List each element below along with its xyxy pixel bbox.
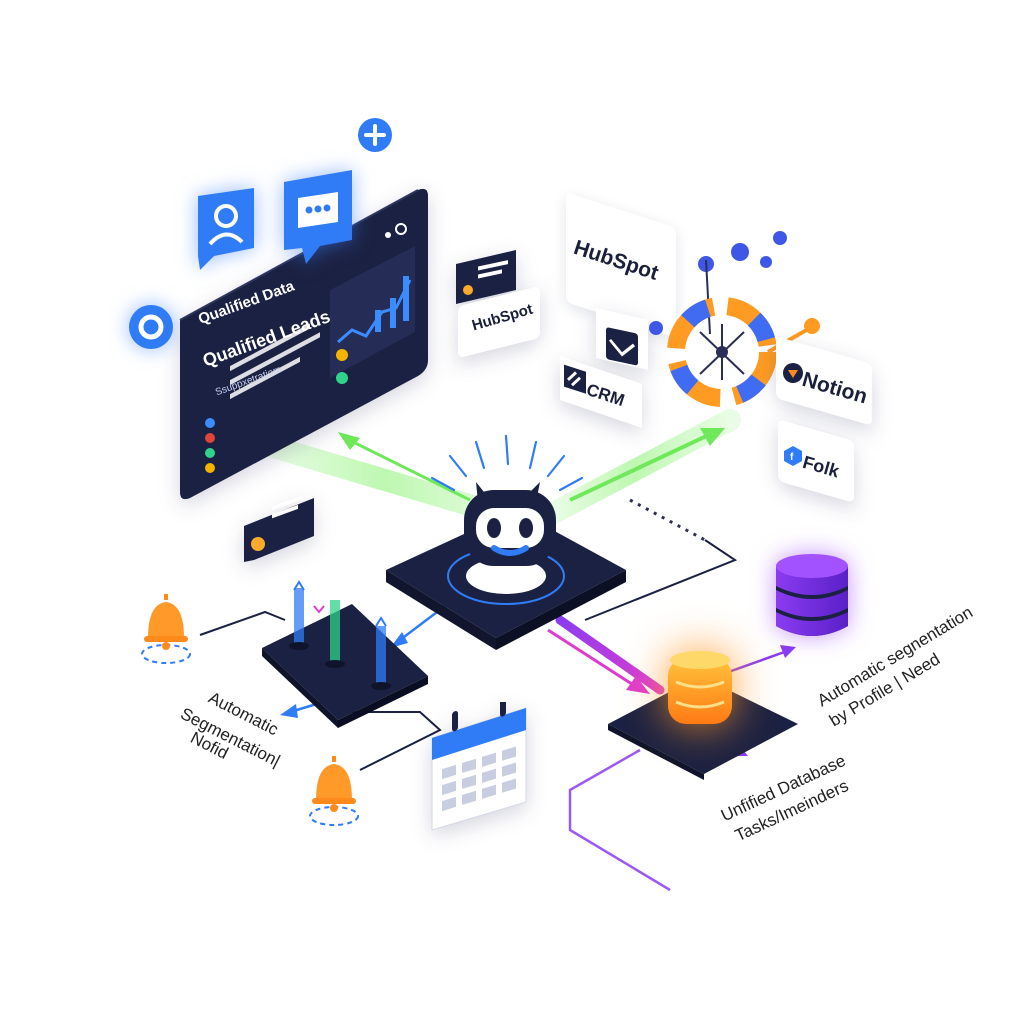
green-arrow-left xyxy=(344,436,471,502)
wire-bottom xyxy=(340,711,442,771)
blue-arrowhead-downleft xyxy=(280,704,298,718)
dotted-line xyxy=(629,498,706,542)
blue-arrowhead-left xyxy=(390,632,408,648)
bell-icon-top xyxy=(141,594,191,664)
dashboard-panel xyxy=(179,188,428,500)
robot-platform xyxy=(386,434,626,650)
magenta-arrow xyxy=(547,628,639,690)
chat-bubble-icon xyxy=(284,170,352,264)
note-card-icon xyxy=(456,250,516,304)
svg-text:f: f xyxy=(790,452,794,463)
sync-circle-icon xyxy=(129,305,173,349)
green-arrowhead-right xyxy=(700,428,725,446)
plus-icon xyxy=(358,118,392,152)
folk-logo-icon: f xyxy=(784,446,802,466)
user-profile-icon xyxy=(198,188,254,270)
segmentation-tile xyxy=(262,580,428,728)
purple-beam xyxy=(555,615,665,695)
orange-storage-icon xyxy=(668,651,732,724)
calendar-icon xyxy=(431,702,527,831)
alert-card-icon xyxy=(244,496,314,562)
unified-database-tile xyxy=(608,676,798,780)
line-to-database xyxy=(584,539,738,621)
integration-hub-icon xyxy=(649,231,820,407)
purple-wire-right xyxy=(719,648,791,677)
purple-wire-bottom xyxy=(568,748,671,892)
gmail-card-icon[interactable] xyxy=(592,300,652,374)
crm-card[interactable] xyxy=(556,352,646,432)
green-arrow-right xyxy=(569,430,716,502)
wire-bell-top xyxy=(199,610,286,636)
magenta-arrowhead xyxy=(626,676,650,694)
database-icon xyxy=(776,554,848,636)
bell-icon-bottom xyxy=(309,756,359,826)
notion-logo-icon xyxy=(783,363,803,383)
green-arrowhead-left xyxy=(338,432,360,450)
purple-arrowhead-right xyxy=(780,645,796,658)
